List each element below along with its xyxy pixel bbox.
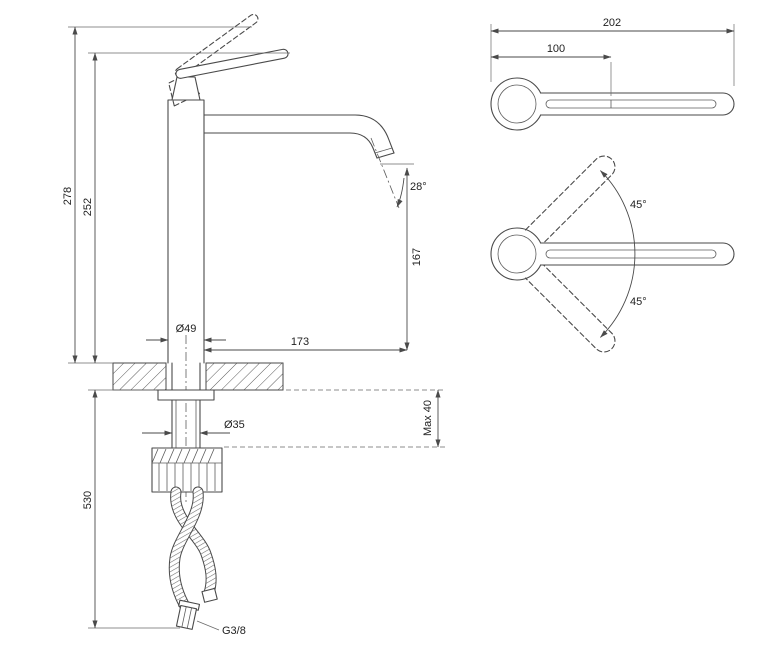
dim-max40-label: Max 40 bbox=[422, 400, 434, 436]
countertop-section bbox=[112, 362, 284, 391]
mounting-nut bbox=[151, 447, 223, 493]
swivel-handle-inner-detail bbox=[545, 249, 717, 259]
dim-d49-label: Ø49 bbox=[176, 323, 197, 335]
supply-hose-a-braid bbox=[171, 487, 216, 598]
dim-100-label: 100 bbox=[547, 43, 565, 55]
faucet-body bbox=[167, 76, 205, 364]
hose-a-end-fitting bbox=[201, 587, 218, 603]
dim-167-label: 167 bbox=[411, 248, 423, 266]
swivel-up-label: 45° bbox=[630, 199, 647, 211]
dimension-lines bbox=[72, 26, 441, 629]
supply-hose-b-braid bbox=[169, 487, 203, 613]
swivel-handle-down-dashed bbox=[524, 261, 616, 353]
swivel-view: 45° 45° bbox=[490, 155, 735, 353]
dim-173-label: 173 bbox=[291, 336, 309, 348]
supply-hoses bbox=[168, 486, 218, 630]
side-elevation-view: G3/8 278 252 530 167 bbox=[62, 13, 446, 637]
dim-530-label: 530 bbox=[82, 491, 94, 509]
dim-278-label: 278 bbox=[62, 187, 74, 205]
countertop-left-hatch bbox=[112, 362, 167, 391]
plan-body-inner-circle bbox=[497, 84, 537, 124]
swivel-arc bbox=[600, 170, 636, 338]
mounting-flange bbox=[157, 389, 215, 401]
plan-handle-inner-detail bbox=[545, 99, 717, 109]
swivel-body-circle bbox=[490, 227, 544, 281]
thread-label: G3/8 bbox=[222, 625, 246, 637]
thread-leader-line bbox=[196, 620, 220, 631]
swivel-handle-up-dashed bbox=[524, 155, 616, 247]
dim-28deg-label: 28° bbox=[410, 181, 427, 193]
dim-252-label: 252 bbox=[82, 198, 94, 216]
plan-extension-lines bbox=[490, 24, 735, 96]
spout-angle-arc bbox=[396, 177, 405, 208]
dim-202-label: 202 bbox=[603, 17, 621, 29]
dim-d35-label: Ø35 bbox=[224, 419, 245, 431]
hose-end-nut bbox=[175, 599, 201, 630]
swivel-body-inner-circle bbox=[497, 234, 537, 274]
faucet-spout bbox=[203, 114, 395, 159]
spout-outlet-face bbox=[376, 152, 395, 159]
swivel-down-label: 45° bbox=[630, 296, 647, 308]
swivel-handle bbox=[540, 242, 735, 266]
countertop-right-hatch bbox=[205, 362, 284, 391]
aerator-line bbox=[374, 147, 393, 154]
plan-body-circle bbox=[490, 77, 544, 131]
handle-base-cone bbox=[171, 76, 201, 101]
plan-view: 202 100 bbox=[490, 17, 735, 131]
extension-lines bbox=[68, 26, 446, 629]
plan-handle bbox=[540, 92, 735, 116]
stream-axis-line bbox=[370, 137, 400, 209]
